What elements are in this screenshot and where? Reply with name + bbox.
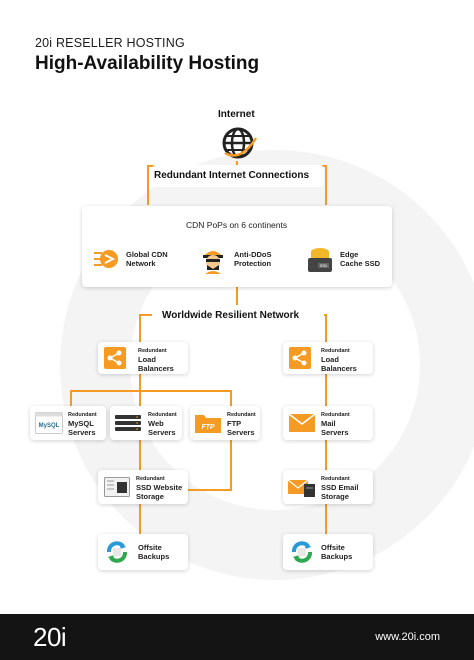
connector-line xyxy=(70,390,72,406)
node-label: MySQL Servers xyxy=(68,419,96,437)
connector-line xyxy=(230,440,232,490)
redundant-tag: Redundant xyxy=(136,476,165,482)
offsite-backups-left-box: Offsite Backups xyxy=(98,534,188,570)
offsite-backups-right-box: Offsite Backups xyxy=(283,534,373,570)
backup-arrows-icon xyxy=(105,540,129,564)
connector-line xyxy=(325,440,327,470)
connector-line xyxy=(325,504,327,534)
load-balancers-left-box: Redundant Load Balancers xyxy=(98,342,188,374)
internet-label: Internet xyxy=(218,109,255,120)
network-box: Worldwide Resilient Network xyxy=(152,305,324,327)
share-icon xyxy=(104,347,126,369)
network-label: Worldwide Resilient Network xyxy=(162,310,300,321)
node-label: FTP Servers xyxy=(227,419,255,437)
mysql-icon: MySQL xyxy=(35,412,63,434)
connector-line xyxy=(186,489,232,491)
bandit-icon xyxy=(200,246,226,274)
footer-logo: 20i xyxy=(33,622,67,652)
page-subtitle: 20i RESELLER HOSTING xyxy=(35,36,185,50)
connector-line xyxy=(230,390,232,406)
cdn-item-label: Anti-DDoS Protection xyxy=(234,250,272,268)
redundant-tag: Redundant xyxy=(138,348,167,354)
redundant-tag: Redundant xyxy=(321,412,350,418)
mysql-servers-box: MySQL Redundant MySQL Servers xyxy=(30,406,106,440)
server-rack-icon xyxy=(115,415,141,431)
redundant-connections-box: Redundant Internet Connections xyxy=(152,165,324,187)
node-label: Offsite Backups xyxy=(321,543,353,561)
redundant-connections-label: Redundant Internet Connections xyxy=(154,170,309,181)
node-label: SSD Website Storage xyxy=(136,483,183,501)
share-icon xyxy=(289,347,311,369)
connector-line xyxy=(139,504,141,534)
connector-line xyxy=(139,314,141,342)
redundant-tag: Redundant xyxy=(321,476,350,482)
cdn-speed-icon xyxy=(94,248,120,270)
cdn-heading: CDN PoPs on 6 continents xyxy=(186,220,288,230)
backup-arrows-icon xyxy=(290,540,314,564)
cdn-panel: CDN PoPs on 6 continents Global CDN Netw… xyxy=(82,206,392,287)
footer-url[interactable]: www.20i.com xyxy=(375,631,440,643)
redundant-tag: Redundant xyxy=(227,412,256,418)
connector-line xyxy=(325,165,327,205)
connector-line xyxy=(325,314,327,342)
svg-text:MySQL: MySQL xyxy=(39,423,60,429)
connector-line xyxy=(236,287,238,305)
node-label: Load Balancers xyxy=(138,355,174,373)
svg-text:SSD: SSD xyxy=(320,264,328,268)
email-storage-icon xyxy=(287,478,316,498)
envelope-icon xyxy=(288,413,316,432)
ssd-website-storage-box: Redundant SSD Website Storage xyxy=(98,470,188,504)
node-label: Offsite Backups xyxy=(138,543,170,561)
cdn-item-label: Edge Cache SSD xyxy=(340,250,381,268)
connector-line xyxy=(139,440,141,470)
connector-line xyxy=(70,390,232,392)
mail-servers-box: Redundant Mail Servers xyxy=(283,406,373,440)
redundant-tag: Redundant xyxy=(68,412,97,418)
footer: 20i www.20i.com xyxy=(0,614,474,660)
ftp-folder-icon: FTP xyxy=(194,412,222,434)
hard-drive-icon xyxy=(104,477,130,497)
svg-text:FTP: FTP xyxy=(201,424,215,431)
ftp-servers-box: FTP Redundant FTP Servers xyxy=(190,406,260,440)
ssd-email-storage-box: Redundant SSD Email Storage xyxy=(283,470,373,504)
page-title: High-Availability Hosting xyxy=(35,53,260,74)
redundant-tag: Redundant xyxy=(321,348,350,354)
globe-icon xyxy=(221,126,258,162)
node-label: Load Balancers xyxy=(321,355,357,373)
connector-line xyxy=(147,165,149,205)
node-label: SSD Email Storage xyxy=(321,483,359,501)
cdn-item-label: Global CDN Network xyxy=(126,250,168,268)
load-balancers-right-box: Redundant Load Balancers xyxy=(283,342,373,374)
node-label: Mail Servers xyxy=(321,419,349,437)
ssd-drive-icon: SSD xyxy=(306,246,334,274)
redundant-tag: Redundant xyxy=(148,412,177,418)
node-label: Web Servers xyxy=(148,419,176,437)
connector-line xyxy=(325,374,327,406)
web-servers-box: Redundant Web Servers xyxy=(110,406,182,440)
